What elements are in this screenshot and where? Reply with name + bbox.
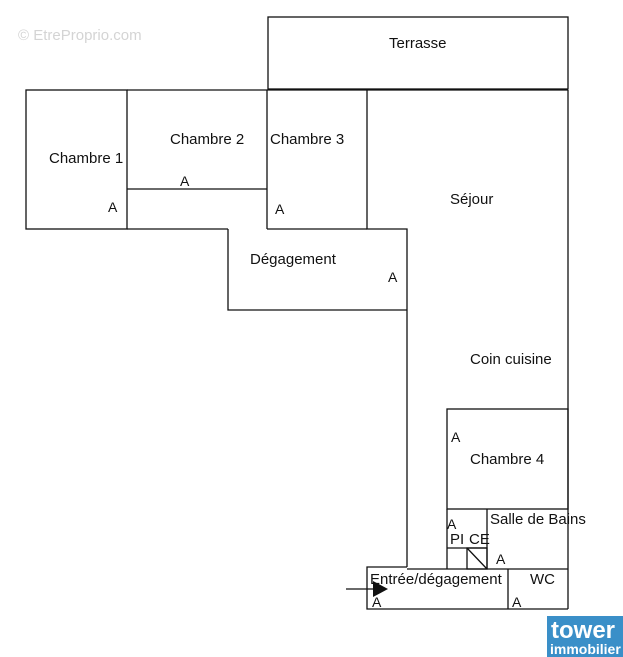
door-marker: A <box>372 594 382 610</box>
entree-outline <box>366 566 568 610</box>
room-label-chambre-3: Chambre 3 <box>270 131 344 148</box>
room-label-chambre-4: Chambre 4 <box>470 451 544 468</box>
walls <box>25 16 569 610</box>
door-marker: A <box>447 516 457 532</box>
room-label-coin-cuisine: Coin cuisine <box>470 351 552 368</box>
water-heater-diagonal <box>466 547 488 570</box>
room-label-wc: WC <box>530 571 555 588</box>
door-marker: A <box>496 551 506 567</box>
watermark: © EtreProprio.com <box>18 27 142 44</box>
room-label-chauffe-eau: CE <box>469 531 490 548</box>
entrance-arrow-icon <box>346 581 388 597</box>
room-label-sejour: Séjour <box>450 191 493 208</box>
room-label-placard: PI <box>450 531 464 548</box>
door-marker: A <box>108 199 118 215</box>
room-label-entree: Entrée/dégagement <box>370 571 503 588</box>
logo-text-tower: tower <box>551 617 615 644</box>
door-marker: A <box>388 269 398 285</box>
logo-text-immobilier: immobilier <box>550 641 621 657</box>
chambre-4-outline <box>446 408 569 510</box>
room-label-terrasse: Terrasse <box>389 35 447 52</box>
door-marker: A <box>275 201 285 217</box>
chambre-1-outline <box>25 89 128 230</box>
degagement-wall <box>227 229 407 311</box>
door-marker: A <box>451 429 461 445</box>
terrasse-outline <box>267 16 569 90</box>
room-label-degagement: Dégagement <box>250 251 337 268</box>
room-label-salle-de-bains: Salle de Bains <box>490 511 586 528</box>
door-marker: A <box>512 594 522 610</box>
door-marker: A <box>180 173 190 189</box>
logo-background <box>547 616 623 657</box>
tower-immobilier-logo: tower immobilier <box>547 616 623 657</box>
room-label-chambre-2: Chambre 2 <box>170 131 244 148</box>
room-label-chambre-1: Chambre 1 <box>49 150 123 167</box>
